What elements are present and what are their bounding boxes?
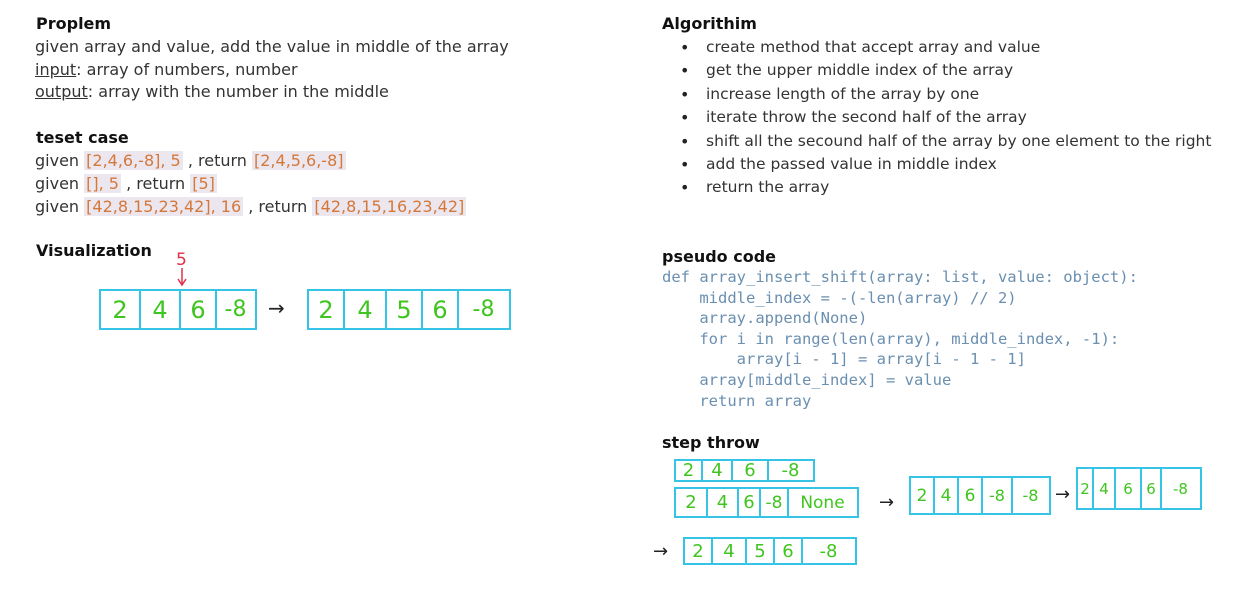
pseudo-code-block: def array_insert_shift(array: list, valu…: [662, 267, 1138, 411]
array-cell: -8: [761, 489, 789, 516]
step2-array: 2 4 6 -8 None: [674, 487, 859, 518]
case-result: [2,4,5,6,-8]: [252, 151, 346, 170]
problem-output: output: array with the number in the mid…: [35, 82, 389, 101]
step-throw-heading: step throw: [662, 433, 760, 452]
array-cell: 6: [423, 291, 459, 328]
array-cell: 2: [911, 478, 935, 513]
algorithm-heading: Algorithim: [662, 14, 757, 33]
code-line: array.append(None): [662, 309, 868, 328]
array-cell: -8: [983, 478, 1013, 513]
case-input: [], 5: [84, 174, 121, 193]
list-item: return the array: [680, 176, 1211, 200]
test-case-row: given [42,8,15,23,42], 16 , return [42,8…: [35, 197, 467, 216]
case-input: [42,8,15,23,42], 16: [84, 197, 244, 216]
case-mid: , return: [182, 151, 252, 170]
array-cell: -8: [819, 540, 838, 562]
array-cell: -8: [1022, 486, 1039, 505]
step4-array: 2 4 6 6 -8: [1076, 467, 1202, 510]
list-item: shift all the secound half of the array …: [680, 130, 1211, 154]
problem-input: input: array of numbers, number: [35, 60, 298, 79]
array-cell: 4: [703, 460, 733, 481]
test-case-row: given [], 5 , return [5]: [35, 174, 217, 193]
step3-array: 2 4 6 -8 -8: [909, 476, 1051, 515]
right-arrow-icon: →: [879, 492, 895, 513]
step5-array: 2 4 5 6 -8: [683, 537, 857, 565]
code-line: def array_insert_shift(array: list, valu…: [662, 268, 1138, 286]
array-cell: -8: [1173, 479, 1188, 498]
output-label: output: [35, 82, 88, 101]
array-cell: 4: [935, 478, 959, 513]
test-case-heading: teset case: [36, 128, 129, 147]
list-item: add the passed value in middle index: [680, 153, 1211, 177]
array-cell: 2: [676, 489, 708, 516]
insert-mark: 5: [174, 250, 194, 290]
step1-array: 2 4 6 -8: [674, 459, 815, 482]
right-arrow-icon: →: [268, 296, 285, 320]
case-input: [2,4,6,-8], 5: [84, 151, 183, 170]
code-line: for i in range(len(array), middle_index,…: [662, 329, 1120, 348]
input-text: : array of numbers, number: [76, 60, 298, 79]
pseudo-code-heading: pseudo code: [662, 247, 777, 266]
array-cell: 2: [1078, 469, 1094, 508]
array-cell: -8: [781, 460, 800, 481]
array-cell: 4: [141, 291, 181, 328]
array-cell: 4: [713, 539, 747, 563]
array-cell: 5: [387, 291, 423, 328]
array-cell: 6: [733, 460, 769, 481]
array-cell: 6: [959, 478, 983, 513]
visualization-before-array: 2 4 6 -8: [99, 289, 257, 330]
code-line: array[middle_index] = value: [662, 370, 952, 389]
output-text: : array with the number in the middle: [87, 82, 389, 101]
array-cell: None: [800, 492, 845, 513]
case-result: [5]: [190, 174, 217, 193]
algorithm-steps: create method that accept array and valu…: [680, 36, 1211, 200]
array-cell: 6: [181, 291, 217, 328]
array-cell: 4: [708, 489, 739, 516]
right-arrow-icon: →: [1055, 484, 1071, 505]
problem-description: given array and value, add the value in …: [35, 37, 509, 56]
array-cell: 5: [747, 539, 775, 563]
case-prefix: given: [35, 197, 85, 216]
list-item: iterate throw the second half of the arr…: [680, 106, 1211, 130]
case-mid: , return: [120, 174, 191, 193]
right-arrow-icon: →: [653, 541, 669, 562]
code-line: array[i - 1] = array[i - 1 - 1]: [662, 350, 1026, 369]
code-line: middle_index = -(-len(array) // 2): [662, 288, 1017, 307]
array-cell: 6: [1142, 469, 1162, 508]
array-cell: 2: [101, 291, 141, 328]
array-cell: 4: [1094, 469, 1116, 508]
array-cell: 6: [775, 539, 803, 563]
case-prefix: given: [35, 151, 85, 170]
list-item: increase length of the array by one: [680, 83, 1211, 107]
array-cell: 2: [309, 291, 345, 328]
array-cell: 6: [1116, 469, 1142, 508]
visualization-after-array: 2 4 5 6 -8: [307, 289, 511, 330]
array-cell: 2: [685, 539, 713, 563]
code-line: return array: [662, 391, 812, 410]
case-prefix: given: [35, 174, 85, 193]
input-label: input: [35, 60, 77, 79]
case-mid: , return: [243, 197, 313, 216]
list-item: get the upper middle index of the array: [680, 59, 1211, 83]
down-arrow-icon: [177, 268, 187, 287]
visualization-heading: Visualization: [36, 241, 152, 260]
array-cell: 6: [739, 489, 761, 516]
array-cell: 4: [345, 291, 387, 328]
problem-heading: Proplem: [36, 14, 112, 33]
array-cell: -8: [224, 297, 247, 322]
array-cell: -8: [472, 297, 495, 322]
array-cell: 2: [676, 460, 703, 481]
list-item: create method that accept array and valu…: [680, 36, 1211, 60]
insert-value: 5: [176, 250, 187, 270]
test-case-row: given [2,4,6,-8], 5 , return [2,4,5,6,-8…: [35, 151, 346, 170]
case-result: [42,8,15,16,23,42]: [312, 197, 467, 216]
